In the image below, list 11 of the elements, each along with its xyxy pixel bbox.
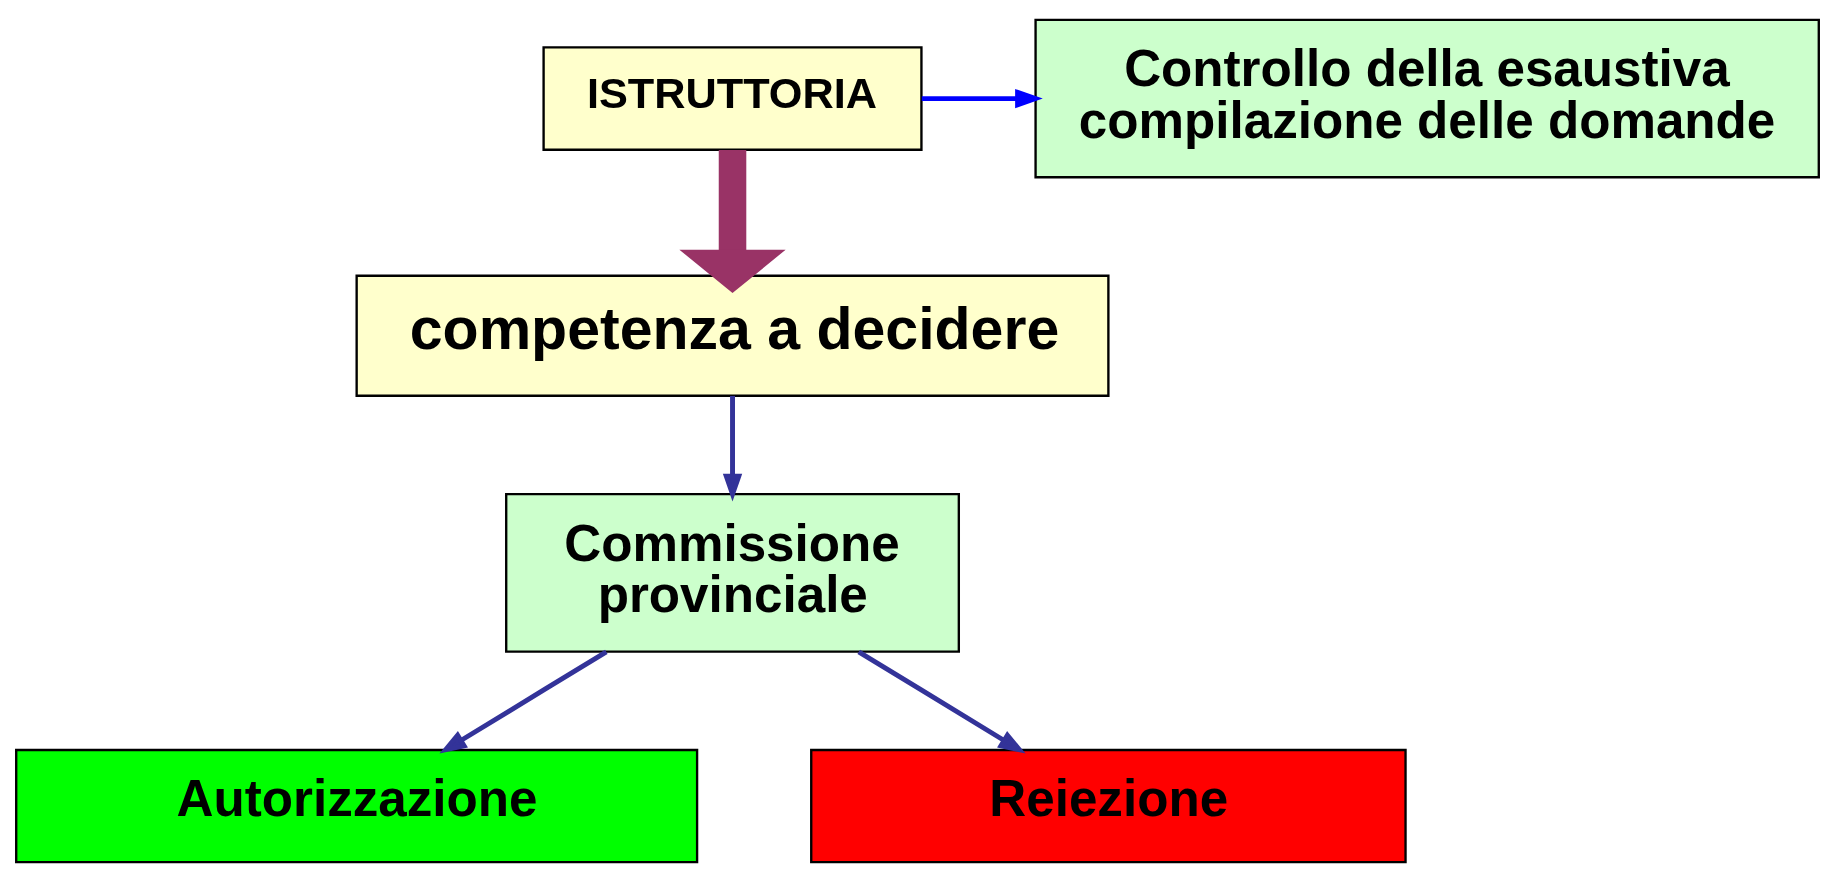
arrow (439, 649, 608, 754)
node-box: ISTRUTTORIA (542, 45, 923, 151)
node-box: Controllo della esaustiva compilazione delle domande (1034, 18, 1820, 178)
node-box: Reiezione (810, 748, 1407, 863)
arrow (857, 649, 1026, 754)
node-box: Autorizzazione (15, 748, 699, 863)
arrow (679, 149, 786, 293)
arrow (921, 88, 1043, 108)
arrow (722, 395, 743, 501)
node-box: competenza a decidere (355, 274, 1110, 397)
node-box: Commissione provinciale (505, 492, 960, 653)
